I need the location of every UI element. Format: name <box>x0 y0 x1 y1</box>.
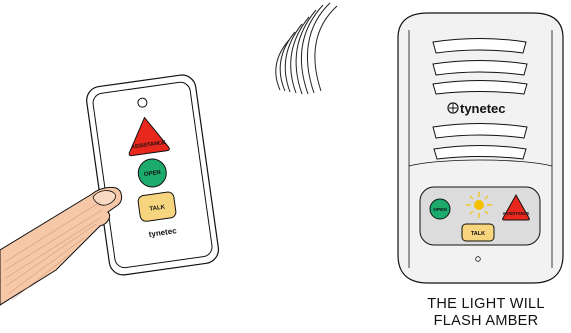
fingernail <box>92 190 116 206</box>
remote-assistance-label: ASSISTANCE <box>131 140 167 151</box>
speaker-grille <box>432 38 528 160</box>
base-open-button[interactable]: OPEN <box>429 198 451 220</box>
base-unit-brand-label: tynetec <box>460 101 506 116</box>
finger <box>0 186 123 306</box>
base-open-label: OPEN <box>433 207 447 213</box>
microphone-hole-icon <box>475 256 481 262</box>
remote-pendant: ASSISTANCE OPEN TALK tynetec <box>86 74 220 276</box>
base-talk-label: TALK <box>471 231 485 237</box>
remote-open-button[interactable]: OPEN <box>136 157 168 189</box>
remote-open-label: OPEN <box>144 170 162 178</box>
base-talk-button[interactable]: TALK <box>461 223 495 242</box>
signal-waves-icon <box>275 2 338 95</box>
caption-line-2: FLASH AMBER <box>433 313 539 329</box>
caption: THE LIGHT WILL FLASH AMBER <box>392 296 571 330</box>
remote-brand-logo: tynetec <box>148 226 178 239</box>
finger-shading <box>4 201 103 301</box>
base-assistance-label: ASSISTANCE <box>503 211 530 216</box>
remote-face <box>92 81 213 269</box>
base-unit-button-panel <box>419 186 541 246</box>
base-assistance-button[interactable]: ASSISTANCE <box>502 193 530 221</box>
remote-talk-label: TALK <box>149 204 166 212</box>
base-unit: tynetec OPEN ASSISTANC <box>397 12 564 284</box>
caption-line-1: THE LIGHT WILL <box>427 296 545 312</box>
remote-talk-button[interactable]: TALK <box>137 191 177 222</box>
remote-lanyard-hole <box>137 97 148 108</box>
tynetec-logo-icon <box>447 102 459 114</box>
remote-assistance-button[interactable]: ASSISTANCE <box>124 115 170 157</box>
amber-indicator-light-icon <box>466 192 492 218</box>
base-unit-control-section <box>408 159 553 167</box>
